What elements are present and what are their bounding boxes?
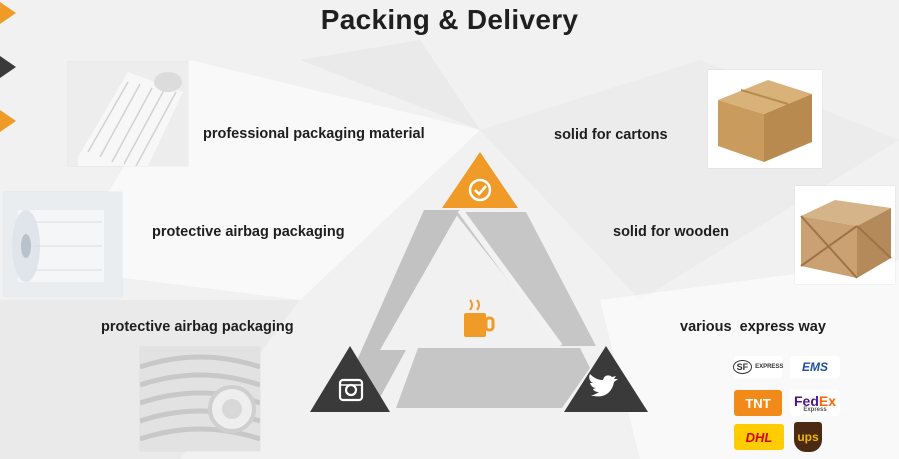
packaging-material-photo xyxy=(68,62,188,166)
ups-logo: ups xyxy=(794,422,822,452)
twitter-icon xyxy=(589,374,618,397)
fedex-sub: Express xyxy=(803,407,827,413)
ups-text: ups xyxy=(797,430,819,444)
tnt-text: TNT xyxy=(745,395,771,411)
fedex-wordmark: FedEx xyxy=(794,393,836,409)
orange-arrow-marker xyxy=(0,2,16,24)
foam-roll-photo xyxy=(140,347,260,451)
sf-text: SF xyxy=(732,360,753,374)
courier-logos: SF EXPRESS EMS TNT FedEx Express DHL ups xyxy=(728,352,846,455)
coffee-mug-icon xyxy=(464,299,495,337)
tnt-logo: TNT xyxy=(734,390,782,416)
dhl-logo: DHL xyxy=(734,424,784,450)
express-label: various express way xyxy=(680,319,826,335)
instagram-icon xyxy=(338,378,364,402)
wooden-label: solid for wooden xyxy=(613,224,729,240)
fedex-logo: FedEx Express xyxy=(790,390,840,416)
airbag-label-2: protective airbag packaging xyxy=(101,319,294,335)
material-label: professional packaging material xyxy=(203,126,425,142)
dhl-text: DHL xyxy=(745,429,773,445)
fedex-a: Fed xyxy=(793,393,819,409)
page-title: Packing & Delivery xyxy=(320,4,579,35)
ems-logo: EMS xyxy=(790,356,840,378)
wooden-crate-photo xyxy=(795,186,895,284)
central-triangle-graphic xyxy=(310,152,648,412)
airbag-roll-photo xyxy=(4,192,122,296)
checkmark-icon xyxy=(468,178,492,202)
airbag-label-1: protective airbag packaging xyxy=(152,224,345,240)
sf-sub-text: EXPRESS xyxy=(755,364,784,370)
triangle-segment-bottom xyxy=(396,348,590,408)
triangle-segment-left xyxy=(334,210,460,412)
orange-arrow-marker xyxy=(0,110,16,132)
fedex-b: Ex xyxy=(818,393,836,409)
carton-photo xyxy=(708,70,822,168)
cartons-label: solid for cartons xyxy=(554,127,668,143)
ems-text: EMS xyxy=(801,360,828,374)
sf-express-logo: SF EXPRESS xyxy=(732,356,784,378)
dark-arrow-marker xyxy=(0,56,16,78)
